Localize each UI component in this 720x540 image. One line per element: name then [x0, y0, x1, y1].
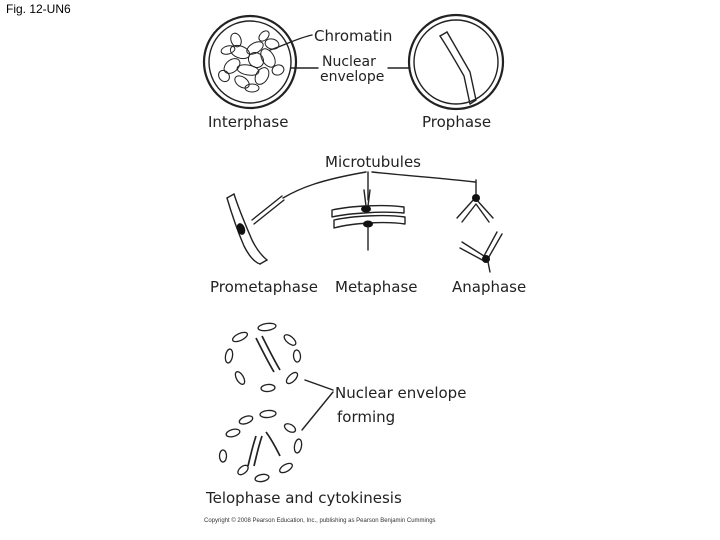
microtubules-label: Microtubules [325, 153, 421, 171]
nuclear-envelope-label-line2: envelope [320, 69, 384, 85]
anaphase-chromosomes [456, 179, 503, 273]
figure-label: Fig. 12-UN6 [6, 2, 71, 16]
envelope-forming-leader-bottom [301, 391, 334, 431]
nuclear-envelope-label-line1: Nuclear [322, 54, 376, 70]
chromatin-leader [269, 34, 313, 51]
anaphase-label: Anaphase [452, 278, 526, 296]
metaphase-label: Metaphase [335, 278, 418, 296]
chromatin-label: Chromatin [314, 27, 392, 45]
microtubules-leader-prometaphase [282, 171, 367, 199]
telophase-bottom-nucleus [218, 409, 303, 483]
microtubules-leader-anaphase [371, 171, 476, 183]
copyright-notice: Copyright © 2008 Pearson Education, Inc.… [204, 518, 436, 524]
prometaphase-chromosome [226, 193, 285, 265]
prophase-chromosome [439, 31, 477, 105]
telophase-top-nucleus [224, 322, 302, 393]
nuclear-envelope-forming-label-line2: forming [337, 408, 395, 426]
interphase-cell [202, 14, 411, 110]
prophase-cell [407, 13, 505, 111]
chromatin-tangle [218, 30, 285, 93]
metaphase-chromosomes [331, 189, 406, 251]
envelope-forming-leader-top [304, 379, 334, 391]
interphase-label: Interphase [208, 113, 288, 131]
prometaphase-label: Prometaphase [210, 278, 318, 296]
telophase-label: Telophase and cytokinesis [205, 489, 402, 507]
nuclear-envelope-forming-label-line1: Nuclear envelope [335, 384, 466, 402]
prophase-label: Prophase [422, 113, 491, 131]
